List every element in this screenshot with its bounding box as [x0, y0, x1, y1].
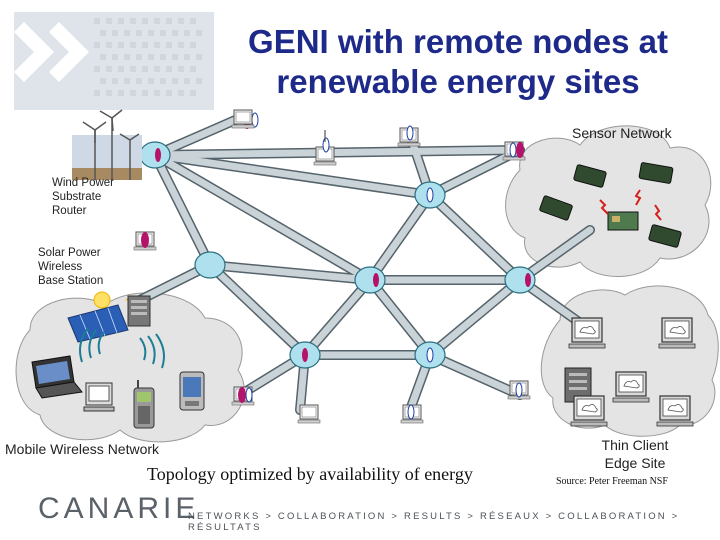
computer-icon — [231, 109, 259, 129]
computer-icon — [313, 137, 337, 166]
wind-turbine-icon — [72, 109, 142, 180]
footer-tagline: NETWORKS > COLLABORATION > RESULTS > RÉS… — [188, 511, 680, 533]
computer-icon — [231, 386, 255, 406]
sensor-board-icon — [539, 162, 682, 248]
computer-icon — [133, 231, 157, 251]
router-icon — [414, 181, 446, 209]
solar-power-label: Solar Power Wireless Base Station — [38, 246, 103, 288]
computer-icon — [502, 141, 526, 161]
solar-panel-icon — [67, 291, 133, 343]
phone-icon — [133, 380, 155, 429]
solar-power-line-2: Wireless — [38, 261, 83, 273]
router-icon — [139, 141, 171, 169]
thin-client-line-1: Thin Client — [601, 437, 669, 453]
mobile-wireless-label: Mobile Wireless Network — [5, 441, 160, 457]
computer-icon — [397, 125, 421, 147]
router-icon — [354, 266, 386, 294]
wind-power-line-2: Substrate — [52, 191, 102, 203]
computer-icon — [297, 404, 321, 424]
computer-icon — [400, 404, 424, 424]
title-line-1: GENI with remote nodes at — [248, 23, 668, 60]
router-icon — [289, 341, 321, 369]
computer-icon — [83, 382, 115, 412]
router-icon — [414, 341, 446, 369]
wind-power-router-label: Wind Power Substrate Router — [52, 176, 114, 218]
thin-client-label: Thin Client Edge Site — [580, 436, 690, 472]
title-line-2: renewable energy sites — [276, 63, 640, 100]
source-credit: Source: Peter Freeman NSF — [556, 476, 668, 487]
wireless-signal-icon — [79, 327, 165, 369]
sensor-network-cloud — [505, 125, 712, 278]
server-icon — [127, 295, 151, 327]
sensor-network-label: Sensor Network — [572, 125, 672, 141]
wind-power-line-3: Router — [52, 205, 87, 217]
wind-power-line-1: Wind Power — [52, 177, 114, 189]
topology-caption: Topology optimized by availability of en… — [147, 464, 473, 484]
page-title: GENI with remote nodes at renewable ener… — [218, 22, 698, 102]
computer-icon — [507, 380, 531, 400]
laptop-icon — [31, 355, 83, 399]
router-icon — [194, 251, 226, 279]
canarie-logo: CANARIE — [38, 492, 200, 525]
pda-icon — [179, 371, 205, 411]
solar-power-line-1: Solar Power — [38, 247, 101, 259]
router-icon — [504, 266, 536, 294]
thin-client-line-2: Edge Site — [604, 455, 666, 471]
solar-power-line-3: Base Station — [38, 275, 104, 287]
header-pattern-logo — [14, 12, 214, 110]
